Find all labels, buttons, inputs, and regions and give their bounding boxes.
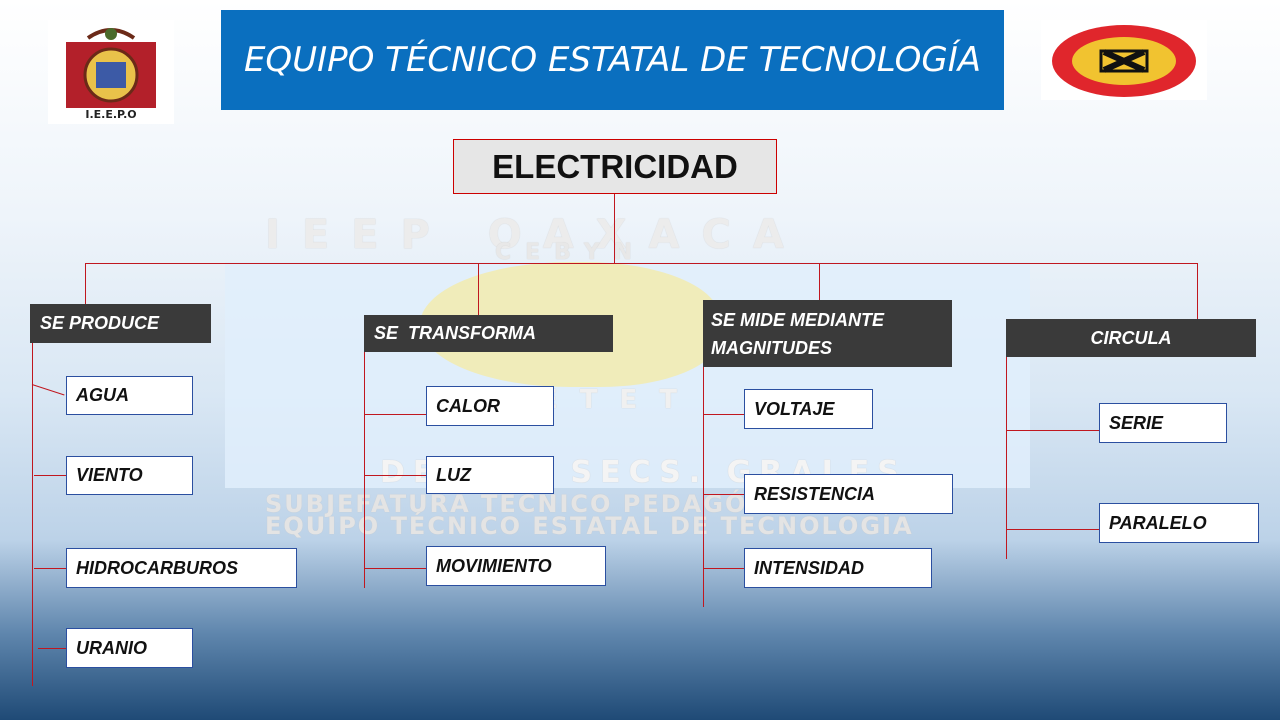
list-item: VIENTO <box>66 456 193 495</box>
connector <box>703 568 744 569</box>
list-item: RESISTENCIA <box>744 474 953 514</box>
mesa-tecnica-logo <box>1041 20 1207 100</box>
list-item: AGUA <box>66 376 193 415</box>
branch-label: SE TRANSFORMA <box>374 323 536 343</box>
root-connector <box>614 194 615 264</box>
branch-label: SE MIDE MEDIANTE MAGNITUDES <box>711 309 885 358</box>
branch-se-produce: SE PRODUCE <box>30 304 211 343</box>
watermark-text-1: IEEP OAXACA <box>265 212 806 258</box>
branch-1-spine <box>32 343 33 686</box>
branch-drop-2 <box>478 263 479 315</box>
connector <box>1006 529 1099 530</box>
branch-drop-1 <box>85 263 86 304</box>
branch-label: CIRCULA <box>1090 327 1172 348</box>
branch-circula: CIRCULA <box>1006 319 1256 357</box>
page-title: EQUIPO TÉCNICO ESTATAL DE TECNOLOGÍA <box>243 40 982 80</box>
ieepo-crest-icon <box>66 28 156 108</box>
root-node: ELECTRICIDAD <box>453 139 777 194</box>
watermark-text-2: CEBYN <box>495 240 647 265</box>
list-item: URANIO <box>66 628 193 668</box>
branch-label: SE PRODUCE <box>40 313 160 333</box>
connector <box>34 475 66 476</box>
connector <box>38 648 66 649</box>
ieepo-logo-caption: I.E.E.P.O <box>85 108 137 121</box>
connector <box>364 475 426 476</box>
connector <box>31 384 65 396</box>
list-item: INTENSIDAD <box>744 548 932 588</box>
title-banner: EQUIPO TÉCNICO ESTATAL DE TECNOLOGÍA <box>221 10 1004 110</box>
mesa-tecnica-seal-icon <box>1052 25 1196 97</box>
list-item: MOVIMIENTO <box>426 546 606 586</box>
root-label: ELECTRICIDAD <box>492 147 738 185</box>
list-item: LUZ <box>426 456 554 494</box>
connector <box>364 414 426 415</box>
branch-se-mide: SE MIDE MEDIANTE MAGNITUDES <box>703 300 952 367</box>
list-item: VOLTAJE <box>744 389 873 429</box>
connector <box>34 568 66 569</box>
branch-drop-4 <box>1197 263 1198 319</box>
branch-2-spine <box>364 352 365 588</box>
list-item: SERIE <box>1099 403 1227 443</box>
list-item: CALOR <box>426 386 554 426</box>
connector <box>703 414 744 415</box>
ieepo-logo: I.E.E.P.O <box>48 20 174 124</box>
connector <box>703 494 744 495</box>
watermark-text-3: ETET <box>540 385 699 415</box>
connector <box>364 568 426 569</box>
list-item: HIDROCARBUROS <box>66 548 297 588</box>
list-item: PARALELO <box>1099 503 1259 543</box>
connector <box>1006 430 1099 431</box>
branch-se-transforma: SE TRANSFORMA <box>364 315 613 352</box>
branch-4-spine <box>1006 357 1007 559</box>
branch-drop-3 <box>819 263 820 300</box>
watermark-text-6: EQUIPO TÉCNICO ESTATAL DE TECNOLOGÍA <box>265 512 914 540</box>
branch-bar <box>85 263 1198 264</box>
branch-3-spine <box>703 367 704 607</box>
